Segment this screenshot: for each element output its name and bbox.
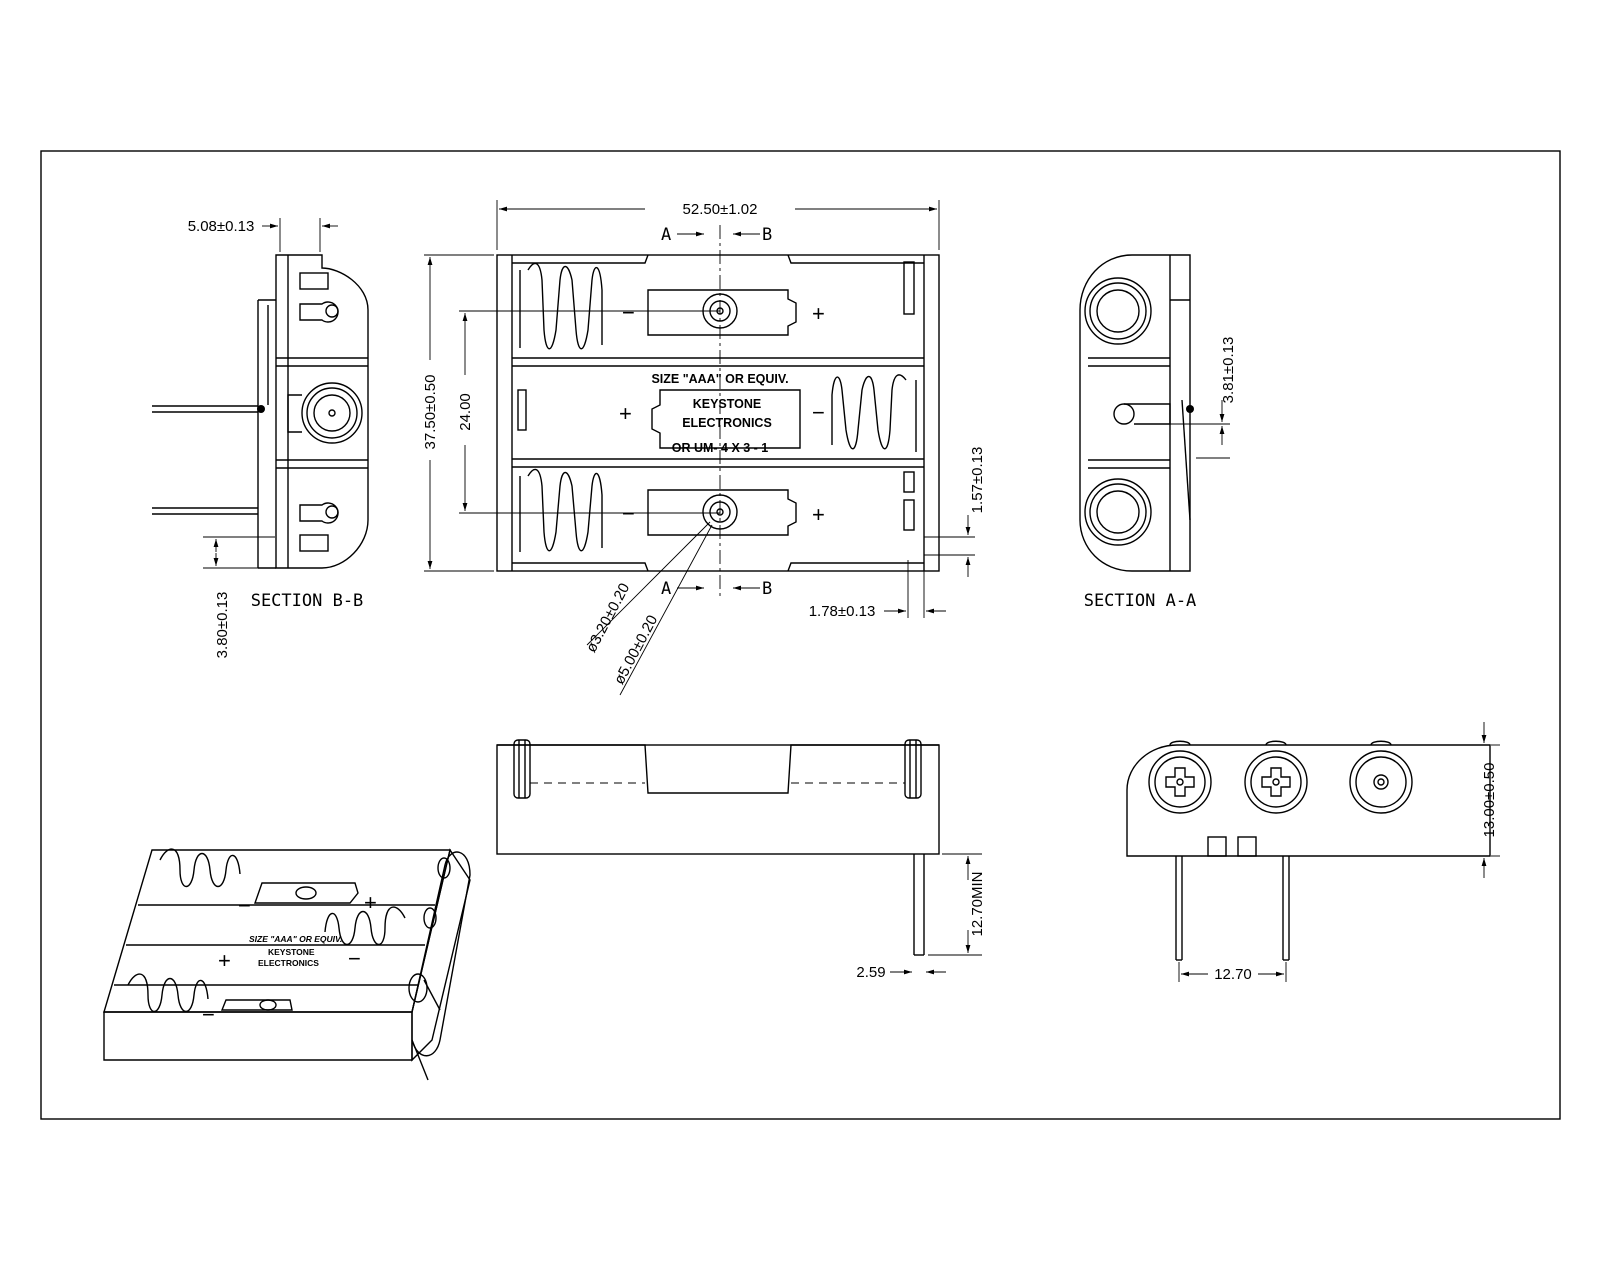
minus-sign-top: −: [622, 300, 635, 325]
top-view-outline: [496, 254, 940, 572]
sheet-border: [40, 150, 1561, 1120]
section-b-b-title: SECTION B-B: [251, 591, 364, 611]
minus-sign-bottom: −: [622, 501, 635, 526]
screw-middle: [1244, 750, 1308, 814]
iso-plus-top: +: [364, 890, 377, 915]
dim-pin-width: 1.78±0.13: [809, 603, 876, 620]
section-marker-a-bottom: A: [661, 579, 671, 599]
side-view: [496, 739, 940, 956]
dim-section-a-offset: 3.81±0.13: [1220, 337, 1237, 404]
end-view-outline: [1126, 744, 1491, 857]
brand-label-line2: ELECTRONICS: [682, 416, 772, 430]
dim-outer-hole-dia: ø5.00±0.20: [611, 612, 662, 687]
section-b-b-view: SECTION B-B: [152, 254, 369, 611]
iso-minus-top: −: [238, 893, 251, 918]
iso-brand-line2: ELECTRONICS: [258, 958, 319, 968]
spring-top: [519, 262, 603, 350]
model-label: OR UM- 4 X 3 - 1: [672, 441, 769, 455]
dim-section-b-top: 5.08±0.13: [188, 218, 255, 235]
screw-left: [1148, 750, 1212, 814]
dim-overall-length: 52.50±1.02: [683, 201, 758, 218]
battery-end-top-section-a: [1084, 277, 1152, 345]
iso-spring-bottom: [127, 973, 209, 1013]
brand-label-line1: KEYSTONE: [693, 397, 762, 411]
dim-pin-length: 12.70MIN: [969, 871, 986, 936]
dim-overall-width: 37.50±0.50: [422, 375, 439, 450]
dim-pin-thickness: 2.59: [856, 964, 885, 981]
section-marker-b-top: B: [762, 225, 772, 245]
section-b-b-dimensions: 5.08±0.13 3.80±0.13: [188, 218, 338, 658]
dim-height: 13.00±0.50: [1481, 763, 1498, 838]
dim-cell-pitch: 24.00: [457, 393, 474, 431]
section-marker-a-top: A: [661, 225, 671, 245]
isometric-view: − + + − − SIZE "AAA" OR EQUIV. KEYSTONE …: [103, 848, 471, 1081]
side-view-outline: [496, 744, 940, 855]
section-marker-b-bottom: B: [762, 579, 772, 599]
dim-section-b-bottom: 3.80±0.13: [214, 592, 231, 659]
iso-minus-bottom: −: [202, 1002, 215, 1027]
iso-spring-middle: [324, 906, 406, 946]
contact-hole-bottom: [702, 494, 738, 530]
iso-minus-middle: −: [348, 946, 361, 971]
plus-sign-top: +: [812, 301, 825, 326]
section-a-a-title: SECTION A-A: [1084, 591, 1197, 611]
section-a-a-view: SECTION A-A: [1079, 254, 1197, 611]
end-view-dimensions: 13.00±0.50 12.70: [1178, 722, 1500, 983]
plus-sign-middle: +: [619, 401, 632, 426]
contact-hole-top: [702, 293, 738, 329]
end-view: [1126, 740, 1491, 961]
dim-pin-offset: 1.57±0.13: [969, 447, 986, 514]
side-view-dimensions: 12.70MIN 2.59: [856, 853, 986, 981]
top-view: − + − + SIZE "AAA" OR EQUIV. KEYSTONE EL…: [459, 225, 940, 600]
spring-bottom: [519, 468, 603, 552]
battery-end-section-b: [301, 382, 363, 444]
iso-spring-top: [159, 848, 241, 888]
spring-middle: [831, 374, 917, 452]
plus-sign-bottom: +: [812, 502, 825, 527]
iso-brand-line1: KEYSTONE: [268, 947, 315, 957]
iso-size-label: SIZE "AAA" OR EQUIV.: [249, 934, 342, 944]
minus-sign-middle: −: [812, 400, 825, 425]
size-label: SIZE "AAA" OR EQUIV.: [651, 372, 788, 386]
section-a-a-dimensions: 3.81±0.13: [1134, 337, 1237, 459]
battery-end-bottom-section-a: [1084, 478, 1152, 546]
iso-plus-middle: +: [218, 948, 231, 973]
rivet-right: [1349, 750, 1413, 814]
dim-pin-spacing: 12.70: [1214, 966, 1252, 983]
dim-inner-hole-dia: ø3.20±0.20: [583, 580, 634, 655]
